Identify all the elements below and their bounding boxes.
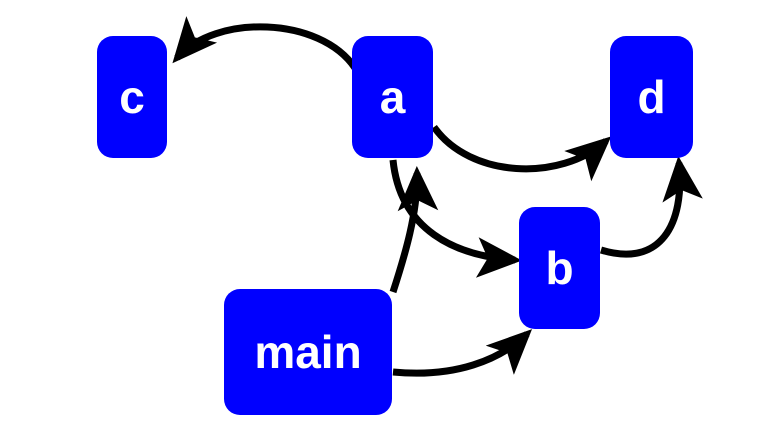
- graph-node-label: main: [254, 326, 362, 378]
- graph-edge-a-to-c: [172, 16, 358, 71]
- graph-edge-main-to-a: [389, 166, 439, 294]
- graph-edge-main-to-b: [392, 329, 533, 377]
- graph-node-d[interactable]: d: [610, 36, 693, 158]
- graph-node-label: a: [379, 71, 406, 123]
- graph-edge-a-to-b: [389, 159, 522, 278]
- graph-node-a[interactable]: a: [352, 36, 433, 158]
- graph-node-c[interactable]: c: [97, 36, 167, 158]
- graph-node-label: d: [637, 71, 666, 123]
- graph-edge-b-to-d: [599, 156, 703, 258]
- graph-edge-a-to-d: [431, 124, 612, 182]
- graph-node-b[interactable]: b: [519, 207, 600, 329]
- graph-node-main[interactable]: main: [224, 289, 392, 415]
- graph-node-label: c: [119, 71, 145, 123]
- graph-node-label: b: [545, 242, 574, 294]
